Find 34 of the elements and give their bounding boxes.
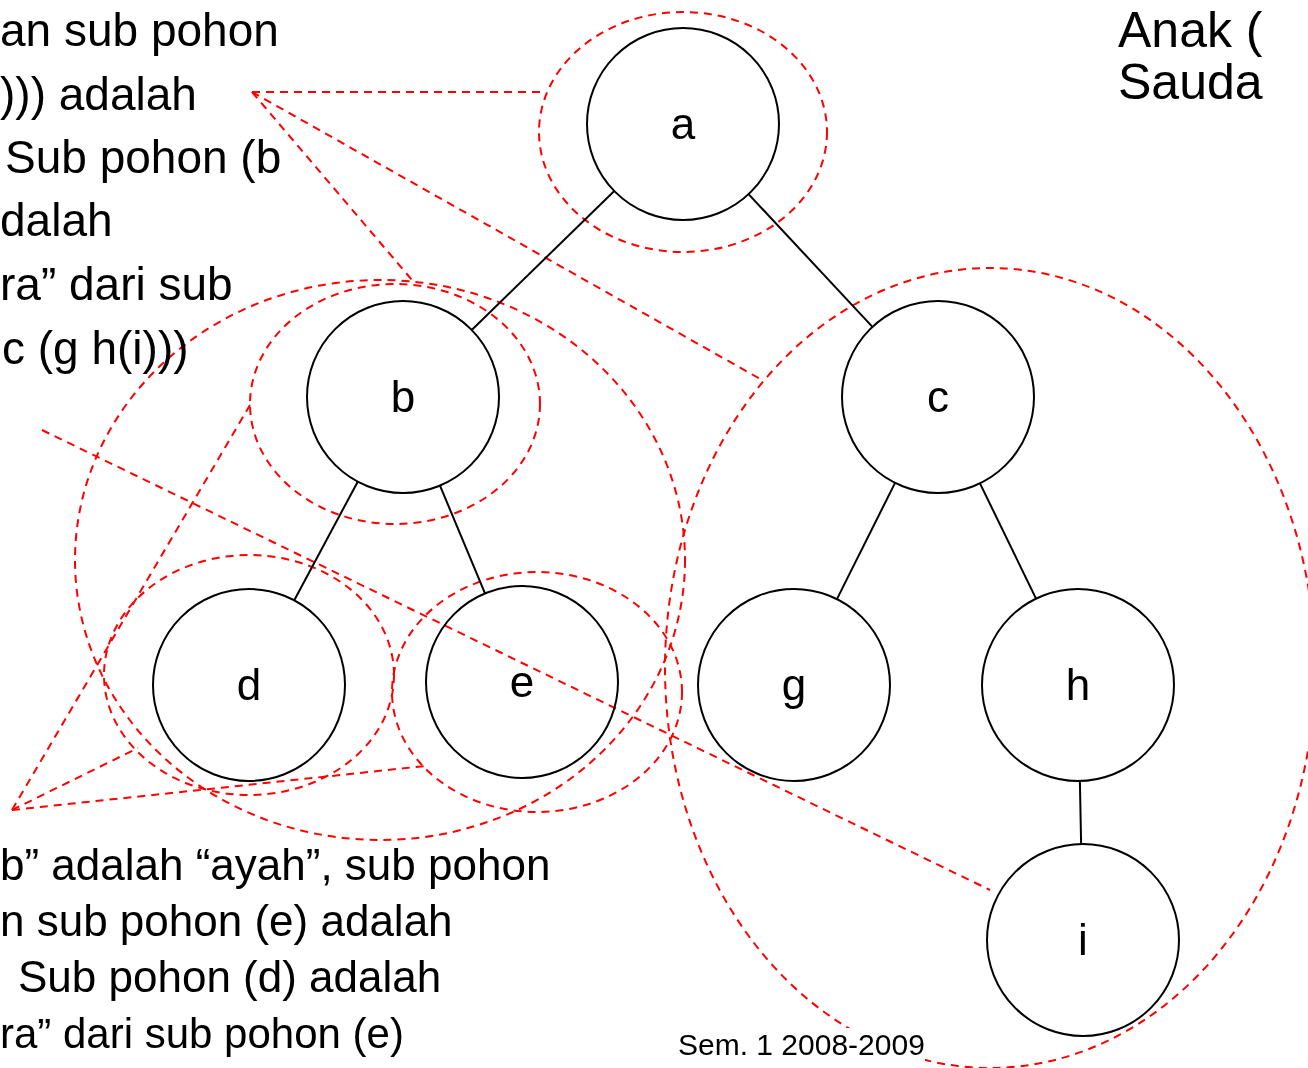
tree-edge <box>1078 780 1083 845</box>
tree-edge <box>439 484 486 595</box>
slide-text: ra” dari sub pohon (e) <box>0 1010 404 1059</box>
slide-text: ))) adalah <box>0 68 197 121</box>
tree-edge <box>835 481 897 601</box>
node-label: a <box>670 102 696 146</box>
footer-text: Sem. 1 2008-2009 <box>678 1028 925 1063</box>
slide-text: Sub pohon (d) adalah <box>18 952 442 1003</box>
tree-edge <box>470 190 616 331</box>
tree-node-circle <box>841 300 1035 494</box>
slide-text: c (g h(i))) <box>2 322 189 375</box>
tree-edge <box>747 193 874 328</box>
tree-edge <box>978 482 1038 600</box>
tree-node-circle <box>981 588 1175 782</box>
node-label: b <box>390 375 416 419</box>
node-label: h <box>1065 663 1091 707</box>
tree-edge <box>293 480 359 602</box>
slide-text: b” adalah “ayah”, sub pohon <box>0 840 551 891</box>
slide-text: dalah <box>0 194 113 247</box>
node-label: g <box>781 663 807 707</box>
tree-node-circle <box>986 843 1180 1037</box>
tree-node-circle <box>697 588 891 782</box>
tree-node-circle <box>306 300 500 494</box>
slide-text: an sub pohon <box>0 4 279 57</box>
node-label: i <box>1078 918 1088 962</box>
node-label: c <box>927 375 949 419</box>
tree-node-circle <box>152 588 346 782</box>
node-label: e <box>509 660 535 704</box>
tree-node-circle <box>586 27 780 221</box>
tree-node-circle <box>425 585 619 779</box>
slide-text: Sub pohon (b <box>5 131 282 184</box>
slide-text: ra” dari sub <box>0 258 233 311</box>
slide-text: n sub pohon (e) adalah <box>0 896 453 947</box>
node-label: d <box>236 663 262 707</box>
